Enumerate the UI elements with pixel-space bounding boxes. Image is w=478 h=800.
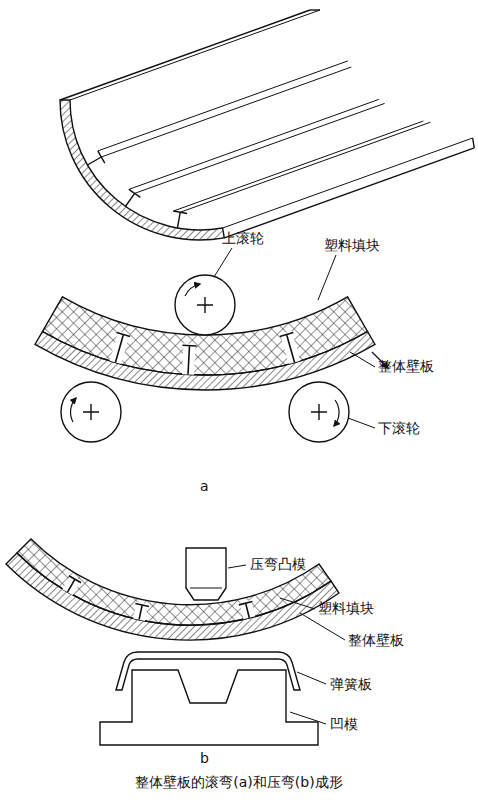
- part-label: 整体壁板: [378, 358, 434, 375]
- bending-punch: [186, 548, 226, 600]
- stringer: [180, 122, 430, 212]
- panel-edge: [473, 138, 475, 148]
- stringer: [181, 343, 197, 375]
- stringer: [87, 157, 101, 165]
- part-label: 塑料填块: [324, 237, 380, 254]
- die: [100, 670, 318, 745]
- stringer: [129, 189, 140, 197]
- stringer: [109, 331, 131, 365]
- part-label: 上滚轮: [222, 230, 264, 247]
- panel-edge: [60, 10, 310, 100]
- part-label: 下滚轮: [378, 420, 420, 437]
- part-label: 整体壁板: [348, 632, 404, 649]
- upper-roller: [175, 275, 235, 335]
- leader-lines: [214, 248, 375, 724]
- part-label: 弹簧板: [330, 676, 372, 693]
- panel-letter: a: [200, 478, 209, 495]
- stringer: [173, 211, 187, 213]
- part-label: 凹模: [330, 716, 358, 733]
- panel-letter: b: [200, 750, 209, 767]
- stringer: [61, 574, 82, 596]
- lower-roller: [61, 382, 121, 442]
- press-bending: [6, 539, 339, 745]
- stringer: [125, 193, 134, 206]
- stringer: [98, 61, 348, 151]
- panel-edge: [224, 148, 474, 238]
- part-label: 压弯凸模: [250, 556, 306, 573]
- stringers: [61, 574, 256, 621]
- figure-caption: 整体壁板的滚弯(a)和压弯(b)成形: [0, 774, 478, 791]
- stringer: [238, 600, 256, 620]
- roll-bending: [35, 275, 388, 442]
- integral-panel: [35, 332, 375, 390]
- stringer: [101, 67, 351, 157]
- stringers: [109, 331, 302, 375]
- part-label: 塑料填块: [318, 600, 374, 617]
- integral-panel: [6, 553, 339, 640]
- stringer: [129, 99, 379, 189]
- lower-roller: [289, 382, 349, 442]
- panel-perspective: [60, 10, 474, 240]
- panel-edge: [70, 10, 320, 100]
- stringer: [132, 602, 149, 622]
- stringer: [135, 103, 385, 193]
- stringer: [279, 331, 301, 365]
- panel-edge: [310, 9, 320, 10]
- stringer: [177, 212, 180, 228]
